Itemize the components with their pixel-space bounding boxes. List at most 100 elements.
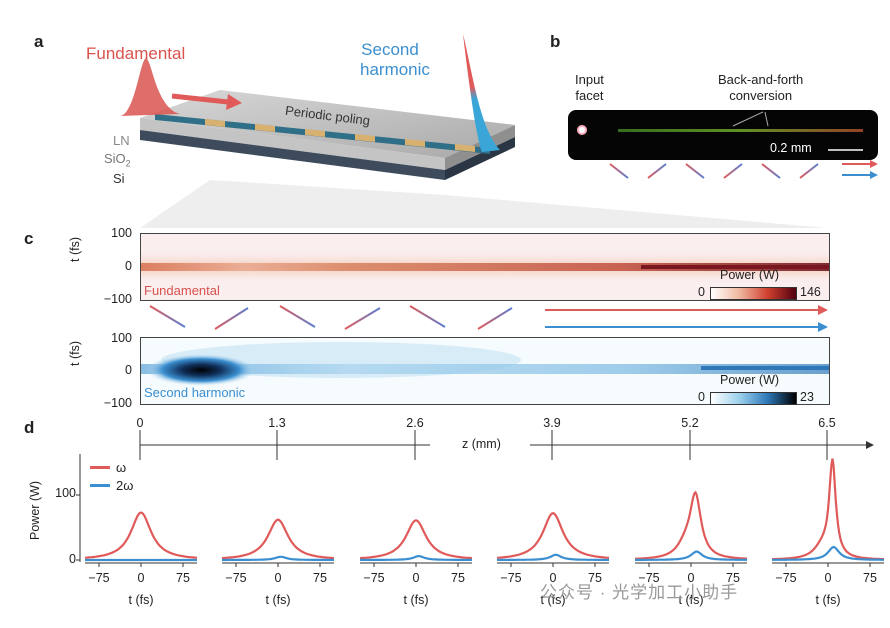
z-tick-5-2: 5.2 [681,416,699,430]
panel-d-ytick-100: 100 [55,486,76,500]
panel-b-arrows [609,160,878,179]
sh-ytick-100: 100 [111,331,132,345]
sh-colorbar-max: 23 [800,390,814,404]
fundamental-pulse-curve [497,512,609,559]
legend-swatch-2omega [90,483,110,487]
legend-item-2omega: 2ω [90,476,133,494]
fund-ylabel: t (fs) [68,237,82,262]
input-arrow-line [171,93,229,105]
panel-d-xtick: 75 [863,571,877,585]
conversion-label: Back-and-forth conversion [718,72,803,104]
legend: ω 2ω [90,458,133,494]
panel-d-xtick: −75 [225,571,246,585]
panel-c-arrows [149,305,828,332]
panel-d-xtick: 0 [413,571,420,585]
input-arrow-head [226,94,242,110]
conversion-label-line2: conversion [729,88,793,103]
panel-d-ytick-0: 0 [69,552,76,566]
sh-ylabel: t (fs) [68,341,82,366]
sh-pulse-curve [222,555,334,562]
sh-pulse-curve [497,553,609,561]
panel-d-xtick: 0 [138,571,145,585]
z-tick-3-9: 3.9 [543,416,561,430]
fundamental-label: Fundamental [86,44,186,63]
z-tick-6-5: 6.5 [818,416,836,430]
panel-d-xtick: 0 [688,571,695,585]
pulse-profiles-chart: −75 0 75 t (fs) −75 0 75 t (fs) −75 0 75 t (fs) −75 0… [76,454,884,607]
fund-ytick-100: 100 [111,226,132,240]
sio2-label-base: SiO [104,151,126,166]
watermark: 公众号 · 光学加工小助手 [540,583,739,602]
fundamental-pulse-curve [222,518,334,560]
fundamental-input-pulse [120,58,180,116]
fund-ytick-neg100: −100 [103,292,132,306]
sio2-layer [140,118,445,170]
z-tick-0: 0 [136,416,144,430]
panel-d-xlabel: t (fs) [129,593,154,607]
panel-d-xtick: −75 [638,571,659,585]
legend-swatch-omega [90,465,110,469]
waveguide-device-illustration [120,34,515,180]
panel-d-xtick: 0 [825,571,832,585]
fund-colorbar-min: 0 [698,285,705,299]
panel-d-xlabel: t (fs) [541,593,566,607]
legend-label-2omega: 2ω [116,477,134,493]
sh-heatmap-label: Second harmonic [144,385,246,400]
fund-colorbar-max: 146 [800,285,821,299]
fundamental-pulse-curve [84,511,198,559]
panel-d-xtick: 75 [726,571,740,585]
conversion-label-line1: Back-and-forth [718,72,804,87]
periodic-poling-waveguide [155,114,490,154]
input-facet-label-line2: facet [575,88,604,103]
fundamental-pulse-curve [359,519,473,560]
panel-d-xlabel: t (fs) [266,593,291,607]
fund-colorbar-title: Power (W) [720,268,780,282]
panel-d-xtick: 75 [451,571,465,585]
zoom-cone [140,180,828,228]
second-harmonic-label-line1: Second [361,40,419,59]
panel-d-xtick: 75 [313,571,327,585]
legend-item-omega: ω [90,458,133,476]
panel-label-d: d [24,418,35,437]
panel-label-a: a [34,32,44,51]
sh-colorbar-min: 0 [698,390,705,404]
panel-d-xtick: 0 [275,571,282,585]
legend-label-omega: ω [116,459,127,475]
z-tick-1-3: 1.3 [268,416,286,430]
fundamental-pulse-curve [771,458,884,561]
panel-label-b: b [550,32,561,51]
panel-d-xlabel: t (fs) [816,593,841,607]
panel-d-xtick: 75 [176,571,190,585]
fund-colorbar [710,287,797,300]
ln-label: LN [113,133,130,148]
sh-colorbar [710,392,797,405]
fundamental-pulse-curve [634,490,748,560]
panel-d-xtick: 0 [550,571,557,585]
panel-d-xtick: −75 [88,571,109,585]
second-harmonic-label-line2: harmonic [360,60,430,79]
second-harmonic-heatmap [140,337,830,405]
panel-d-xlabel: t (fs) [404,593,429,607]
panel-d-xtick: −75 [500,571,521,585]
sh-ytick-0: 0 [125,363,132,377]
si-label: Si [113,171,125,186]
input-facet-label: Input facet [575,72,604,104]
microscope-image [568,110,878,160]
sh-pulse-curve [635,550,748,561]
sh-pulse-curve [360,555,472,561]
scale-bar-label: 0.2 mm [770,141,812,155]
input-facet-label-line1: Input [575,72,604,87]
z-axis-line [139,430,874,460]
panel-d-xlabel: t (fs) [679,593,704,607]
fundamental-heatmap-label: Fundamental [144,283,220,298]
panel-d-xtick: −75 [775,571,796,585]
panel-label-c: c [24,229,34,248]
z-tick-2-6: 2.6 [406,416,424,430]
panel-d-xtick: 75 [588,571,602,585]
fund-ytick-0: 0 [125,259,132,273]
sh-pulse-curve [772,545,884,561]
si-layer [140,130,445,180]
z-axis-label: z (mm) [462,437,501,451]
panel-d-xtick: −75 [363,571,384,585]
sio2-label-subscript: 2 [125,158,131,169]
